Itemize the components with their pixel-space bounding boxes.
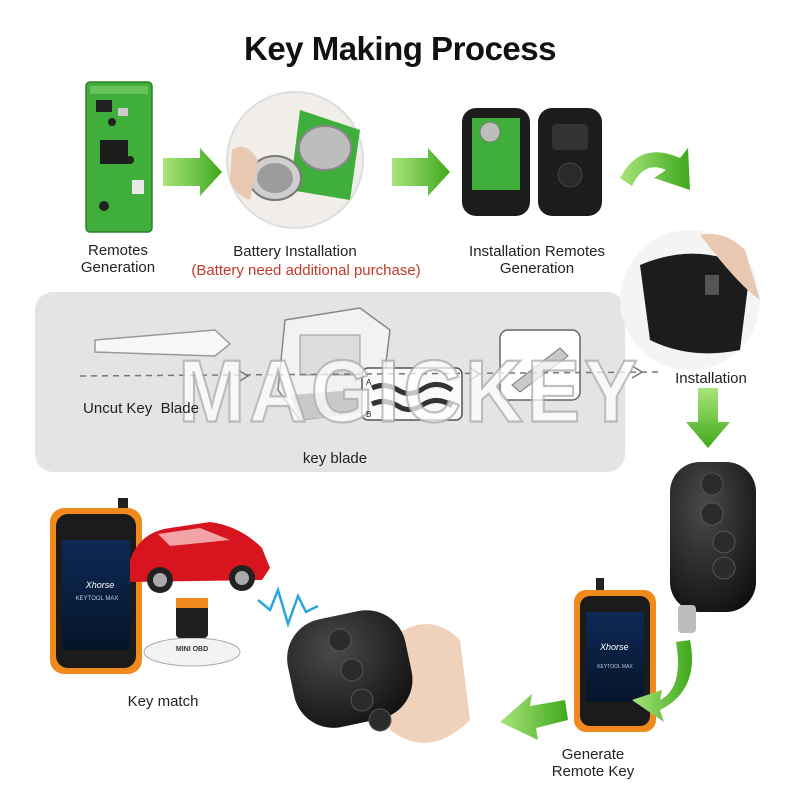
page-title: Key Making Process — [244, 30, 556, 67]
uncut-key-blade — [94, 329, 232, 357]
flow-line — [79, 371, 661, 377]
signal-wave — [257, 586, 319, 629]
svg-text:Xhorse: Xhorse — [599, 642, 629, 652]
arrow-1 — [163, 148, 222, 196]
label-uncut-key-blade: Uncut Key Blade — [83, 400, 199, 417]
label-installation-remotes: Installation Remotes Generation — [469, 243, 605, 277]
label-key-blade: key blade — [302, 450, 368, 467]
hand-with-smart-key — [287, 610, 470, 743]
watermark-text: MAGICKEY — [177, 341, 642, 441]
arrow-curve — [620, 148, 690, 190]
label-battery-installation: Battery Installation — [233, 243, 357, 260]
label-installation: Installation — [675, 370, 747, 387]
device-brand-left: Xhorse — [85, 580, 115, 590]
flow-arrow-1 — [237, 369, 250, 383]
keytool-device-left — [50, 498, 142, 674]
flow-arrow-2 — [469, 367, 482, 381]
keytool-device-right: Xhorse — [574, 578, 656, 732]
device-model-left: KEYTOOL MAX — [75, 596, 119, 602]
label-battery-note: (Battery need additional purchase) — [191, 262, 421, 279]
blade-detail — [361, 367, 463, 421]
remote-shells — [462, 108, 602, 216]
smart-key-large — [670, 462, 756, 633]
cut-key-blade — [499, 329, 581, 401]
obd-adapter-label: MINI OBD — [175, 646, 209, 653]
arrow-curve-down — [632, 640, 692, 722]
arrow-left — [500, 694, 568, 740]
blade-mark-a: A — [366, 378, 372, 387]
blade-mark-b: B — [366, 410, 372, 419]
device-model-right: KEYTOOL MAX — [597, 664, 633, 670]
label-generate-remote-key: Generate Remote Key — [551, 746, 635, 780]
arrow-2 — [392, 148, 450, 196]
battery-photo — [226, 91, 364, 229]
arrow-down — [686, 388, 730, 448]
red-car — [130, 522, 270, 593]
label-remotes-generation: Remotes Generation — [80, 242, 156, 276]
label-key-match: Key match — [127, 693, 199, 710]
flow-arrow-3 — [631, 365, 644, 379]
mini-obd-adapter — [143, 598, 241, 667]
installation-photo — [620, 230, 760, 370]
pcb-board — [85, 81, 153, 233]
